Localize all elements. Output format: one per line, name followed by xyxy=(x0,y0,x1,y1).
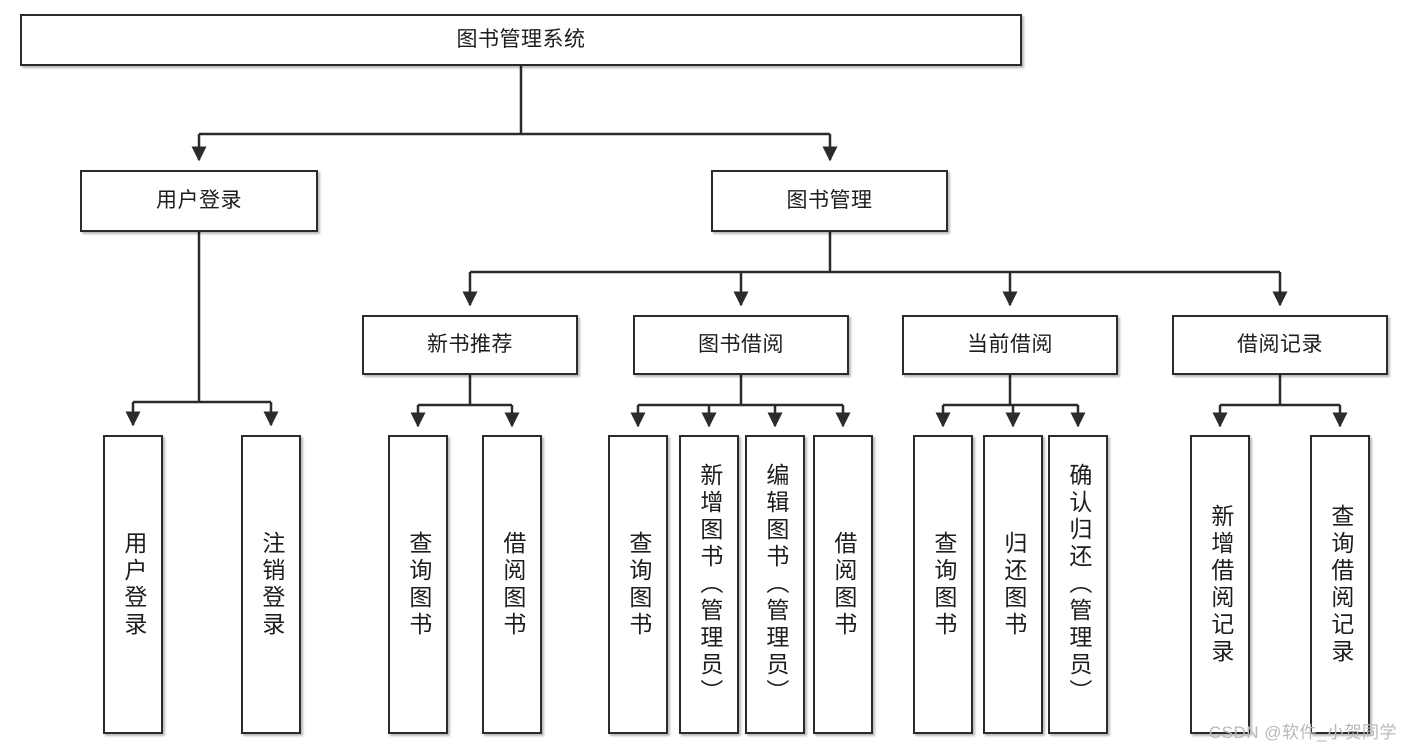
node-book-borrow-label: 图书借阅 xyxy=(698,333,784,357)
leaf-node[interactable]: 查询借阅记录 xyxy=(1310,435,1370,734)
node-root-label: 图书管理系统 xyxy=(456,28,586,52)
node-current-borrow-label: 当前借阅 xyxy=(967,333,1053,357)
node-book-borrow[interactable]: 图书借阅 xyxy=(633,315,849,375)
node-book-management[interactable]: 图书管理 xyxy=(711,170,948,232)
leaf-node-label: 归还图书 xyxy=(1000,530,1027,639)
leaf-node[interactable]: 查询图书 xyxy=(388,435,448,734)
leaf-node[interactable]: 新增借阅记录 xyxy=(1190,435,1250,734)
leaf-node[interactable]: 借阅图书 xyxy=(813,435,873,734)
leaf-node[interactable]: 查询图书 xyxy=(913,435,973,734)
node-user-login[interactable]: 用户登录 xyxy=(80,170,318,232)
leaf-node-label: 查询借阅记录 xyxy=(1327,503,1354,666)
leaf-node-label: 编辑图书（管理员） xyxy=(762,463,789,706)
node-current-borrow[interactable]: 当前借阅 xyxy=(902,315,1118,375)
leaf-node-label: 查询图书 xyxy=(405,530,432,639)
leaf-node-label: 借阅图书 xyxy=(499,530,526,639)
node-borrow-records[interactable]: 借阅记录 xyxy=(1172,315,1388,375)
node-new-book-recommend-label: 新书推荐 xyxy=(427,333,513,357)
leaf-node-label: 借阅图书 xyxy=(830,530,857,639)
leaf-node[interactable]: 新增图书（管理员） xyxy=(679,435,739,734)
node-borrow-records-label: 借阅记录 xyxy=(1237,333,1323,357)
leaf-node-label: 用户登录 xyxy=(120,530,147,639)
leaf-node-label: 查询图书 xyxy=(625,530,652,639)
node-book-management-label: 图书管理 xyxy=(786,189,873,213)
node-root[interactable]: 图书管理系统 xyxy=(20,14,1022,66)
leaf-node-label: 注销登录 xyxy=(258,530,285,639)
leaf-node-label: 新增借阅记录 xyxy=(1207,503,1234,666)
leaf-node[interactable]: 编辑图书（管理员） xyxy=(745,435,805,734)
leaf-node[interactable]: 注销登录 xyxy=(241,435,301,734)
leaf-node-label: 新增图书（管理员） xyxy=(696,463,723,706)
leaf-node-label: 查询图书 xyxy=(930,530,957,639)
node-user-login-label: 用户登录 xyxy=(156,189,242,213)
leaf-node[interactable]: 用户登录 xyxy=(103,435,163,734)
leaf-node[interactable]: 确认归还（管理员） xyxy=(1048,435,1108,734)
leaf-node[interactable]: 查询图书 xyxy=(608,435,668,734)
leaf-node-label: 确认归还（管理员） xyxy=(1065,463,1092,706)
leaf-node[interactable]: 归还图书 xyxy=(983,435,1043,734)
leaf-node[interactable]: 借阅图书 xyxy=(482,435,542,734)
watermark: CSDN @软件_小贺同学 xyxy=(1208,723,1397,742)
node-new-book-recommend[interactable]: 新书推荐 xyxy=(362,315,578,375)
